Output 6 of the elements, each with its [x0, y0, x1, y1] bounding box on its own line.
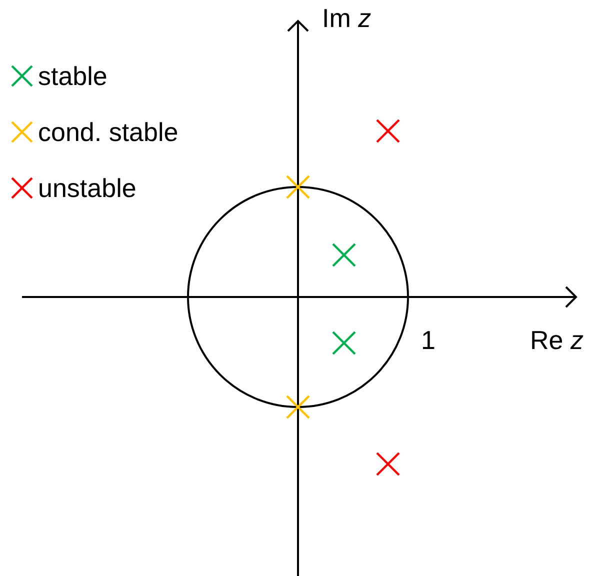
legend-label: stable	[38, 60, 108, 93]
legend-label: cond. stable	[38, 116, 178, 149]
axis-label: Re z	[530, 324, 584, 357]
axis-label: Im z	[322, 2, 372, 35]
legend-label: unstable	[38, 172, 136, 205]
axis-label: 1	[421, 324, 436, 357]
